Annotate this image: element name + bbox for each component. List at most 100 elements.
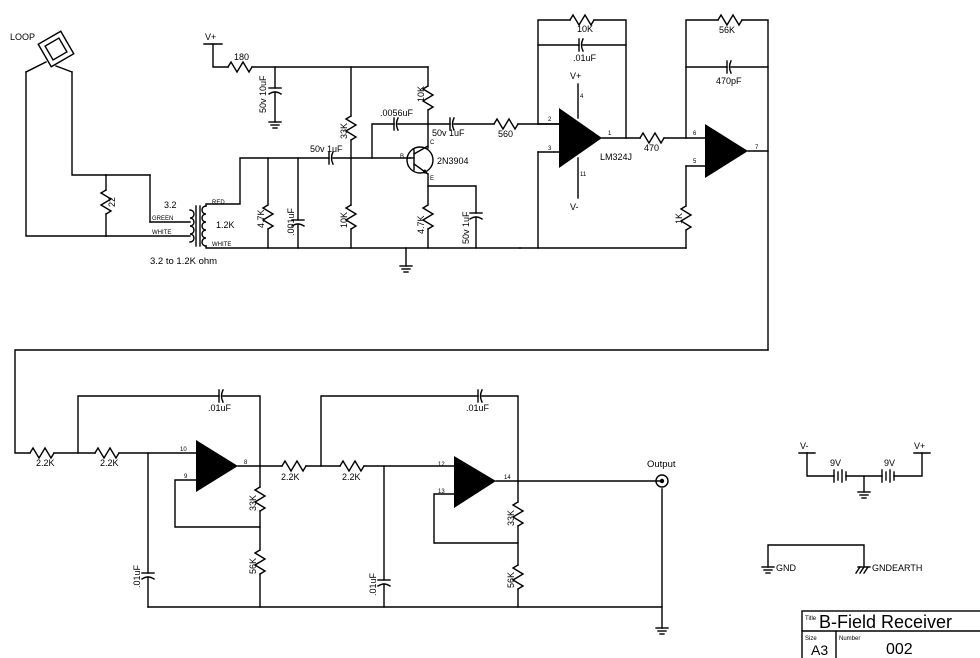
pin-e-label: E: [430, 176, 434, 182]
r22k-1-label: 2.2K: [36, 458, 55, 468]
c50v1uf-c-label: 50v 1uF: [461, 211, 471, 244]
c50v10uf-label: 50v 10uF: [258, 75, 268, 113]
resistor-470: [639, 131, 706, 145]
vplus-battery-label: V+: [914, 441, 925, 451]
resistor-2-2k-3-4: [281, 459, 455, 473]
pin8-label: 8: [244, 460, 248, 466]
opamp-lm324j: [537, 83, 641, 249]
pin12-label: 12: [438, 462, 445, 468]
c01-fb-label: .01uF: [573, 53, 597, 63]
r560-label: 560: [498, 129, 513, 139]
vminus-opamp-label: V-: [570, 202, 579, 212]
capacitor-001uf: [291, 157, 305, 249]
gnd-label: GND: [776, 563, 797, 573]
r22k-3-label: 2.2K: [281, 472, 300, 482]
loop-antenna: [25, 30, 107, 237]
resistor-4-7k-a: [261, 157, 275, 249]
pin14-label: 14: [504, 475, 511, 481]
r33k-label: 33K: [339, 123, 349, 139]
resistor-22: [99, 174, 191, 237]
ground-bus-lower: [147, 488, 669, 635]
r10k-fb-label: 10K: [577, 24, 593, 34]
pin1-label: 1: [608, 131, 612, 137]
title-block: [801, 610, 980, 658]
r10k-b-label: 10K: [339, 212, 349, 228]
resistor-4-7k-emitter: [421, 185, 483, 249]
pin9-label: 9: [184, 474, 188, 480]
xfmr-secondary-label: 1.2K: [216, 220, 235, 230]
sheet-size: A3: [811, 642, 828, 658]
vplus-supply-top: [203, 43, 429, 129]
pin13-label: 13: [438, 489, 445, 495]
gndearth-label: GNDEARTH: [872, 563, 922, 573]
vplus-opamp-label: V+: [570, 71, 581, 81]
battery1-label: 9V: [830, 458, 841, 468]
c470pf-label: 470pF: [716, 76, 742, 86]
r180-label: 180: [234, 52, 249, 62]
capacitor-01uf-shunt-a: [141, 452, 155, 608]
battery2-label: 9V: [884, 458, 895, 468]
resistor-33k-bias: [344, 66, 358, 249]
opamp-4: [433, 456, 663, 544]
r56k-b-label: 56K: [248, 558, 258, 574]
pin5-label: 5: [693, 159, 697, 165]
pin6-label: 6: [693, 131, 697, 137]
divider-33k-56k-b: [511, 480, 525, 608]
c50v1uf-a-label: 50v 1uF: [310, 144, 343, 154]
output-label: Output: [647, 459, 676, 470]
c01-a-label: .01uF: [208, 403, 232, 413]
feedback-01uf-stage4: [320, 389, 519, 482]
red-label: RED: [212, 200, 225, 206]
vminus-battery-label: V-: [800, 441, 809, 451]
size-caption: Size: [805, 636, 817, 642]
pin4-label: 4: [580, 94, 584, 100]
drawing-number: 002: [886, 641, 913, 658]
xfmr-primary-label: 3.2: [164, 200, 177, 210]
c01-b-label: .01uF: [132, 564, 142, 588]
opamp-part-label: LM324J: [600, 152, 632, 162]
c0056-label: .0056uF: [380, 108, 414, 118]
xfmr-ratio-label: 3.2 to 1.2K ohm: [150, 256, 217, 267]
r10k-a-label: 10K: [416, 86, 426, 102]
pin7-label: 7: [755, 145, 759, 151]
capacitor-01uf-shunt-b: [377, 465, 391, 608]
resistor-10k-collector: [421, 66, 451, 149]
pin3-label: 3: [548, 146, 552, 152]
transistor-part-label: 2N3904: [437, 156, 469, 166]
battery-supply: [798, 452, 931, 499]
number-caption: Number: [839, 636, 860, 642]
pin11-label: 11: [580, 172, 587, 178]
r22-label: 22: [107, 197, 117, 207]
c001-label: .001uF: [286, 207, 296, 236]
gnd-gndearth-link: [761, 544, 871, 574]
divider-33k-56k-a: [253, 465, 267, 608]
white-label: WHITE: [152, 230, 171, 236]
pin-c-label: C: [430, 140, 435, 146]
output-terminal[interactable]: [655, 474, 669, 488]
r33k-c-label: 33K: [506, 510, 516, 526]
c50v1uf-b-label: 50v 1uF: [432, 128, 465, 138]
transistor-2n3904: [406, 145, 434, 206]
r56k-fb-label: 56K: [719, 25, 735, 35]
r1k-label: 1K: [674, 213, 684, 224]
c01-c-label: .01uF: [466, 403, 490, 413]
feedback-01uf-stage3: [77, 389, 261, 466]
c01-d-label: .01uF: [368, 572, 378, 596]
r47k-b-label: 4.7K: [416, 215, 426, 234]
ground-stage1: [399, 247, 413, 273]
r22k-2-label: 2.2K: [100, 458, 119, 468]
white2-label: WHITE: [212, 242, 231, 248]
pin10-label: 10: [180, 447, 187, 453]
drawing-title: B-Field Receiver: [819, 612, 952, 632]
green-label: GREEN: [152, 216, 173, 222]
r470-label: 470: [644, 143, 659, 153]
r22k-4-label: 2.2K: [342, 472, 361, 482]
feedback-56k-470pf: [685, 13, 769, 351]
resistor-2-2k-1: [29, 446, 197, 460]
r56k-c-label: 56K: [506, 572, 516, 588]
r47k-a-label: 4.7K: [256, 209, 266, 228]
pin-b-label: B: [400, 154, 404, 160]
loop-label: LOOP: [10, 32, 35, 42]
interstage-wire: [14, 349, 769, 454]
